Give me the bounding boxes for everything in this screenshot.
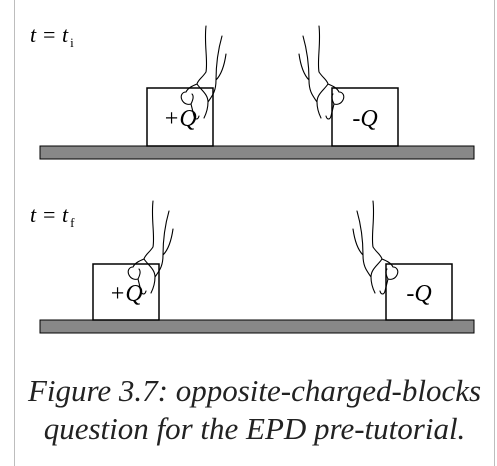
caption-line-2: question for the EPD pre-tutorial. (43, 411, 466, 446)
surface-initial (39, 145, 475, 160)
charge-label-positive-final: +Q (109, 281, 143, 307)
block-negative-final (385, 263, 453, 321)
charge-label-negative-initial: -Q (352, 106, 377, 132)
charge-label-negative-final: -Q (406, 281, 431, 307)
block-positive-initial (146, 87, 214, 147)
figure-frame (14, 0, 495, 466)
block-positive-final (92, 263, 160, 321)
surface-final (39, 319, 475, 334)
figure-caption: Figure 3.7: opposite-charged-blocks ques… (14, 372, 495, 448)
caption-line-1: Figure 3.7: opposite-charged-blocks (27, 373, 482, 408)
charge-label-positive-initial: +Q (163, 106, 197, 132)
block-negative-initial (331, 87, 399, 147)
